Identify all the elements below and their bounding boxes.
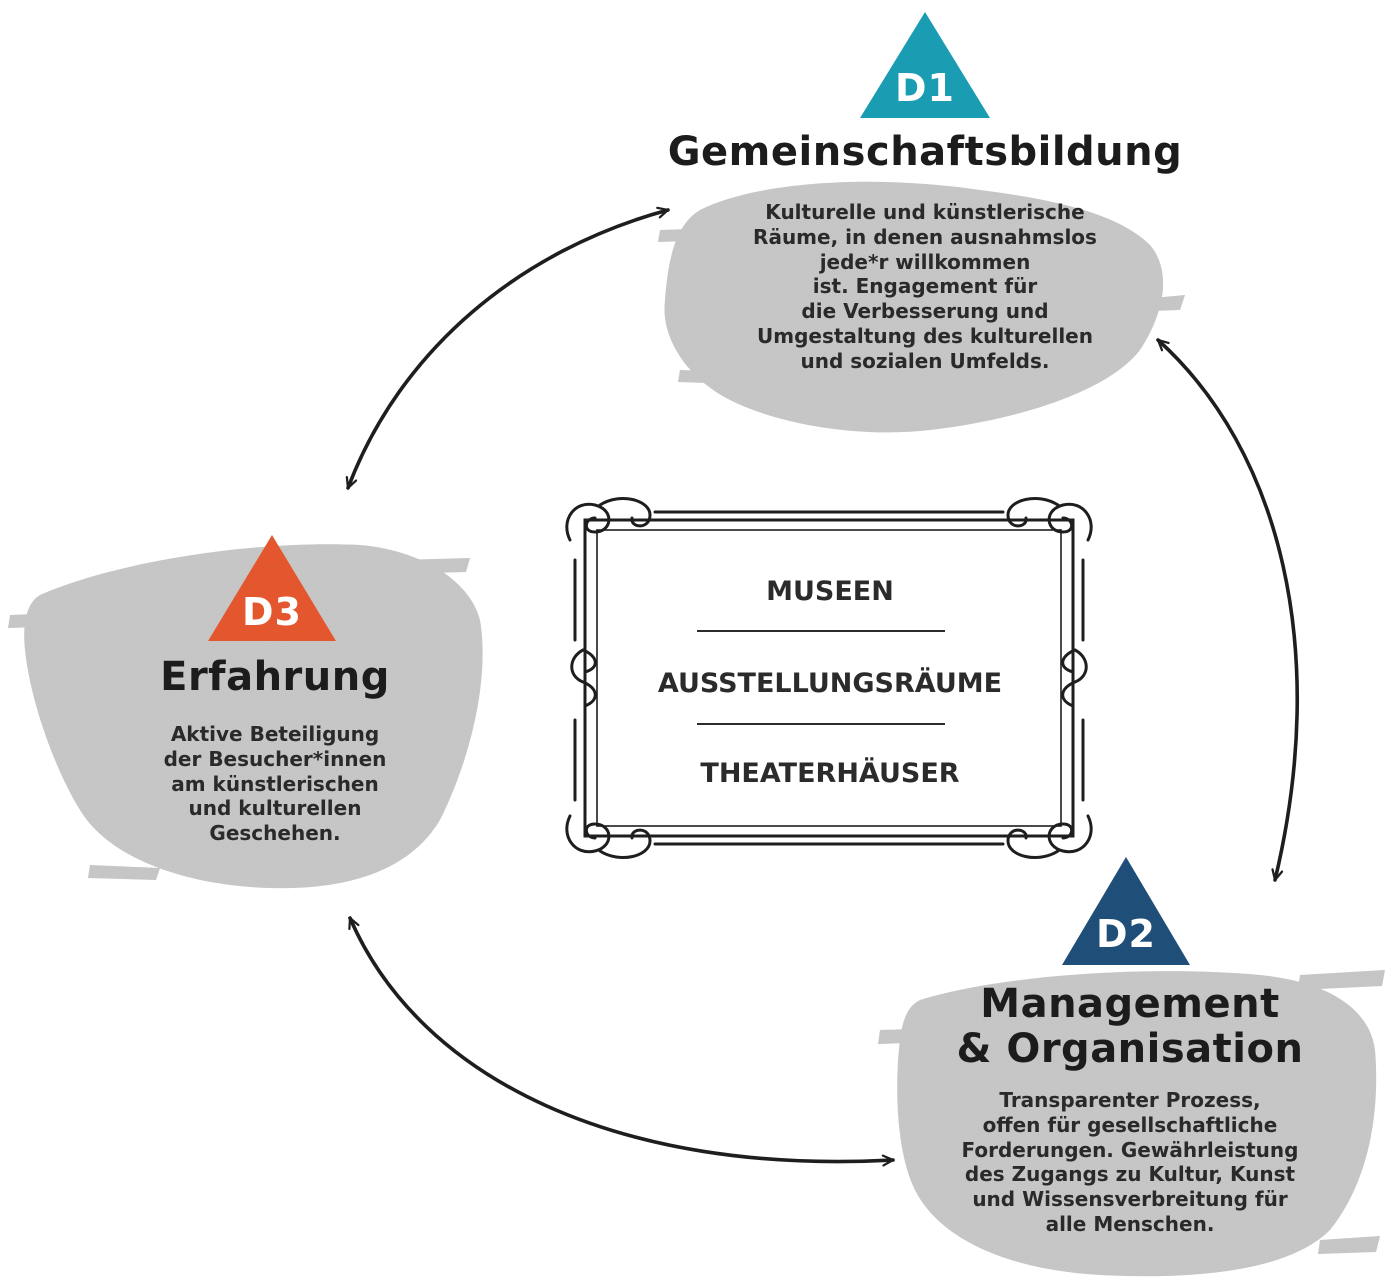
- d3-desc-line: Aktive Beteiligung: [170, 722, 380, 746]
- d2-title-line: & Organisation: [956, 1025, 1304, 1072]
- d2-desc-line: Transparenter Prozess,: [999, 1088, 1261, 1112]
- arrow-d1-d2: [1156, 338, 1300, 882]
- d2-desc-line: Forderungen. Gewährleistung: [961, 1137, 1299, 1162]
- center-divider: [697, 630, 945, 632]
- d1-title: Gemeinschaftsbildung: [667, 129, 1183, 175]
- smudge-d1: [658, 181, 1185, 433]
- smudge-d3: [8, 544, 483, 889]
- d2-desc-line: offen für gesellschaftliche: [982, 1112, 1278, 1137]
- d2-badge: D2: [1096, 912, 1156, 956]
- d2-desc-line: des Zugangs zu Kultur, Kunst: [964, 1162, 1296, 1187]
- d1-desc-line: und sozialen Umfelds.: [800, 348, 1050, 373]
- d1-desc-line: jede*r willkommen: [819, 249, 1031, 274]
- d1-desc-line: ist. Engagement für: [812, 274, 1038, 299]
- d1-desc-line: Kulturelle und künstlerische: [765, 200, 1085, 224]
- arrow-d1-d3: [345, 206, 670, 490]
- d3-description: Aktive Beteiligung der Besucher*innen am…: [120, 722, 430, 846]
- center-divider: [697, 723, 945, 725]
- center-item-theaterhaeuser: THEATERHÄUSER: [700, 758, 960, 789]
- d3-badge: D3: [242, 590, 302, 634]
- d1-badge: D1: [895, 66, 955, 110]
- center-item-museen: MUSEEN: [766, 576, 894, 607]
- center-item-ausstellungsraeume: AUSSTELLUNGSRÄUME: [657, 668, 1003, 699]
- d3-desc-line: Geschehen.: [209, 821, 341, 846]
- d2-triangle: [1062, 857, 1190, 965]
- d1-description: Kulturelle und künstlerische Räume, in d…: [690, 200, 1160, 374]
- d2-desc-line: alle Menschen.: [1045, 1211, 1215, 1236]
- d3-desc-line: und kulturellen: [188, 796, 362, 821]
- d2-title: Management & Organisation: [900, 982, 1360, 1072]
- d3-desc-line: am künstlerischen: [171, 771, 379, 796]
- d3-desc-line: der Besucher*innen: [163, 746, 387, 771]
- d2-description: Transparenter Prozess, offen für gesells…: [910, 1088, 1350, 1237]
- d1-desc-line: Räume, in denen ausnahmslos: [753, 224, 1097, 249]
- d3-title: Erfahrung: [160, 654, 390, 700]
- arrow-d3-d2: [348, 916, 895, 1167]
- d1-triangle: [860, 12, 990, 118]
- d3-triangle: [208, 535, 336, 641]
- smudge-d2: [878, 970, 1385, 1277]
- ornate-frame: [565, 496, 1093, 860]
- d1-desc-line: die Verbesserung und: [801, 299, 1049, 324]
- d2-title-line: Management: [980, 981, 1280, 1027]
- d2-desc-line: und Wissensverbreitung für: [972, 1187, 1288, 1212]
- d1-desc-line: Umgestaltung des kulturellen: [757, 323, 1093, 348]
